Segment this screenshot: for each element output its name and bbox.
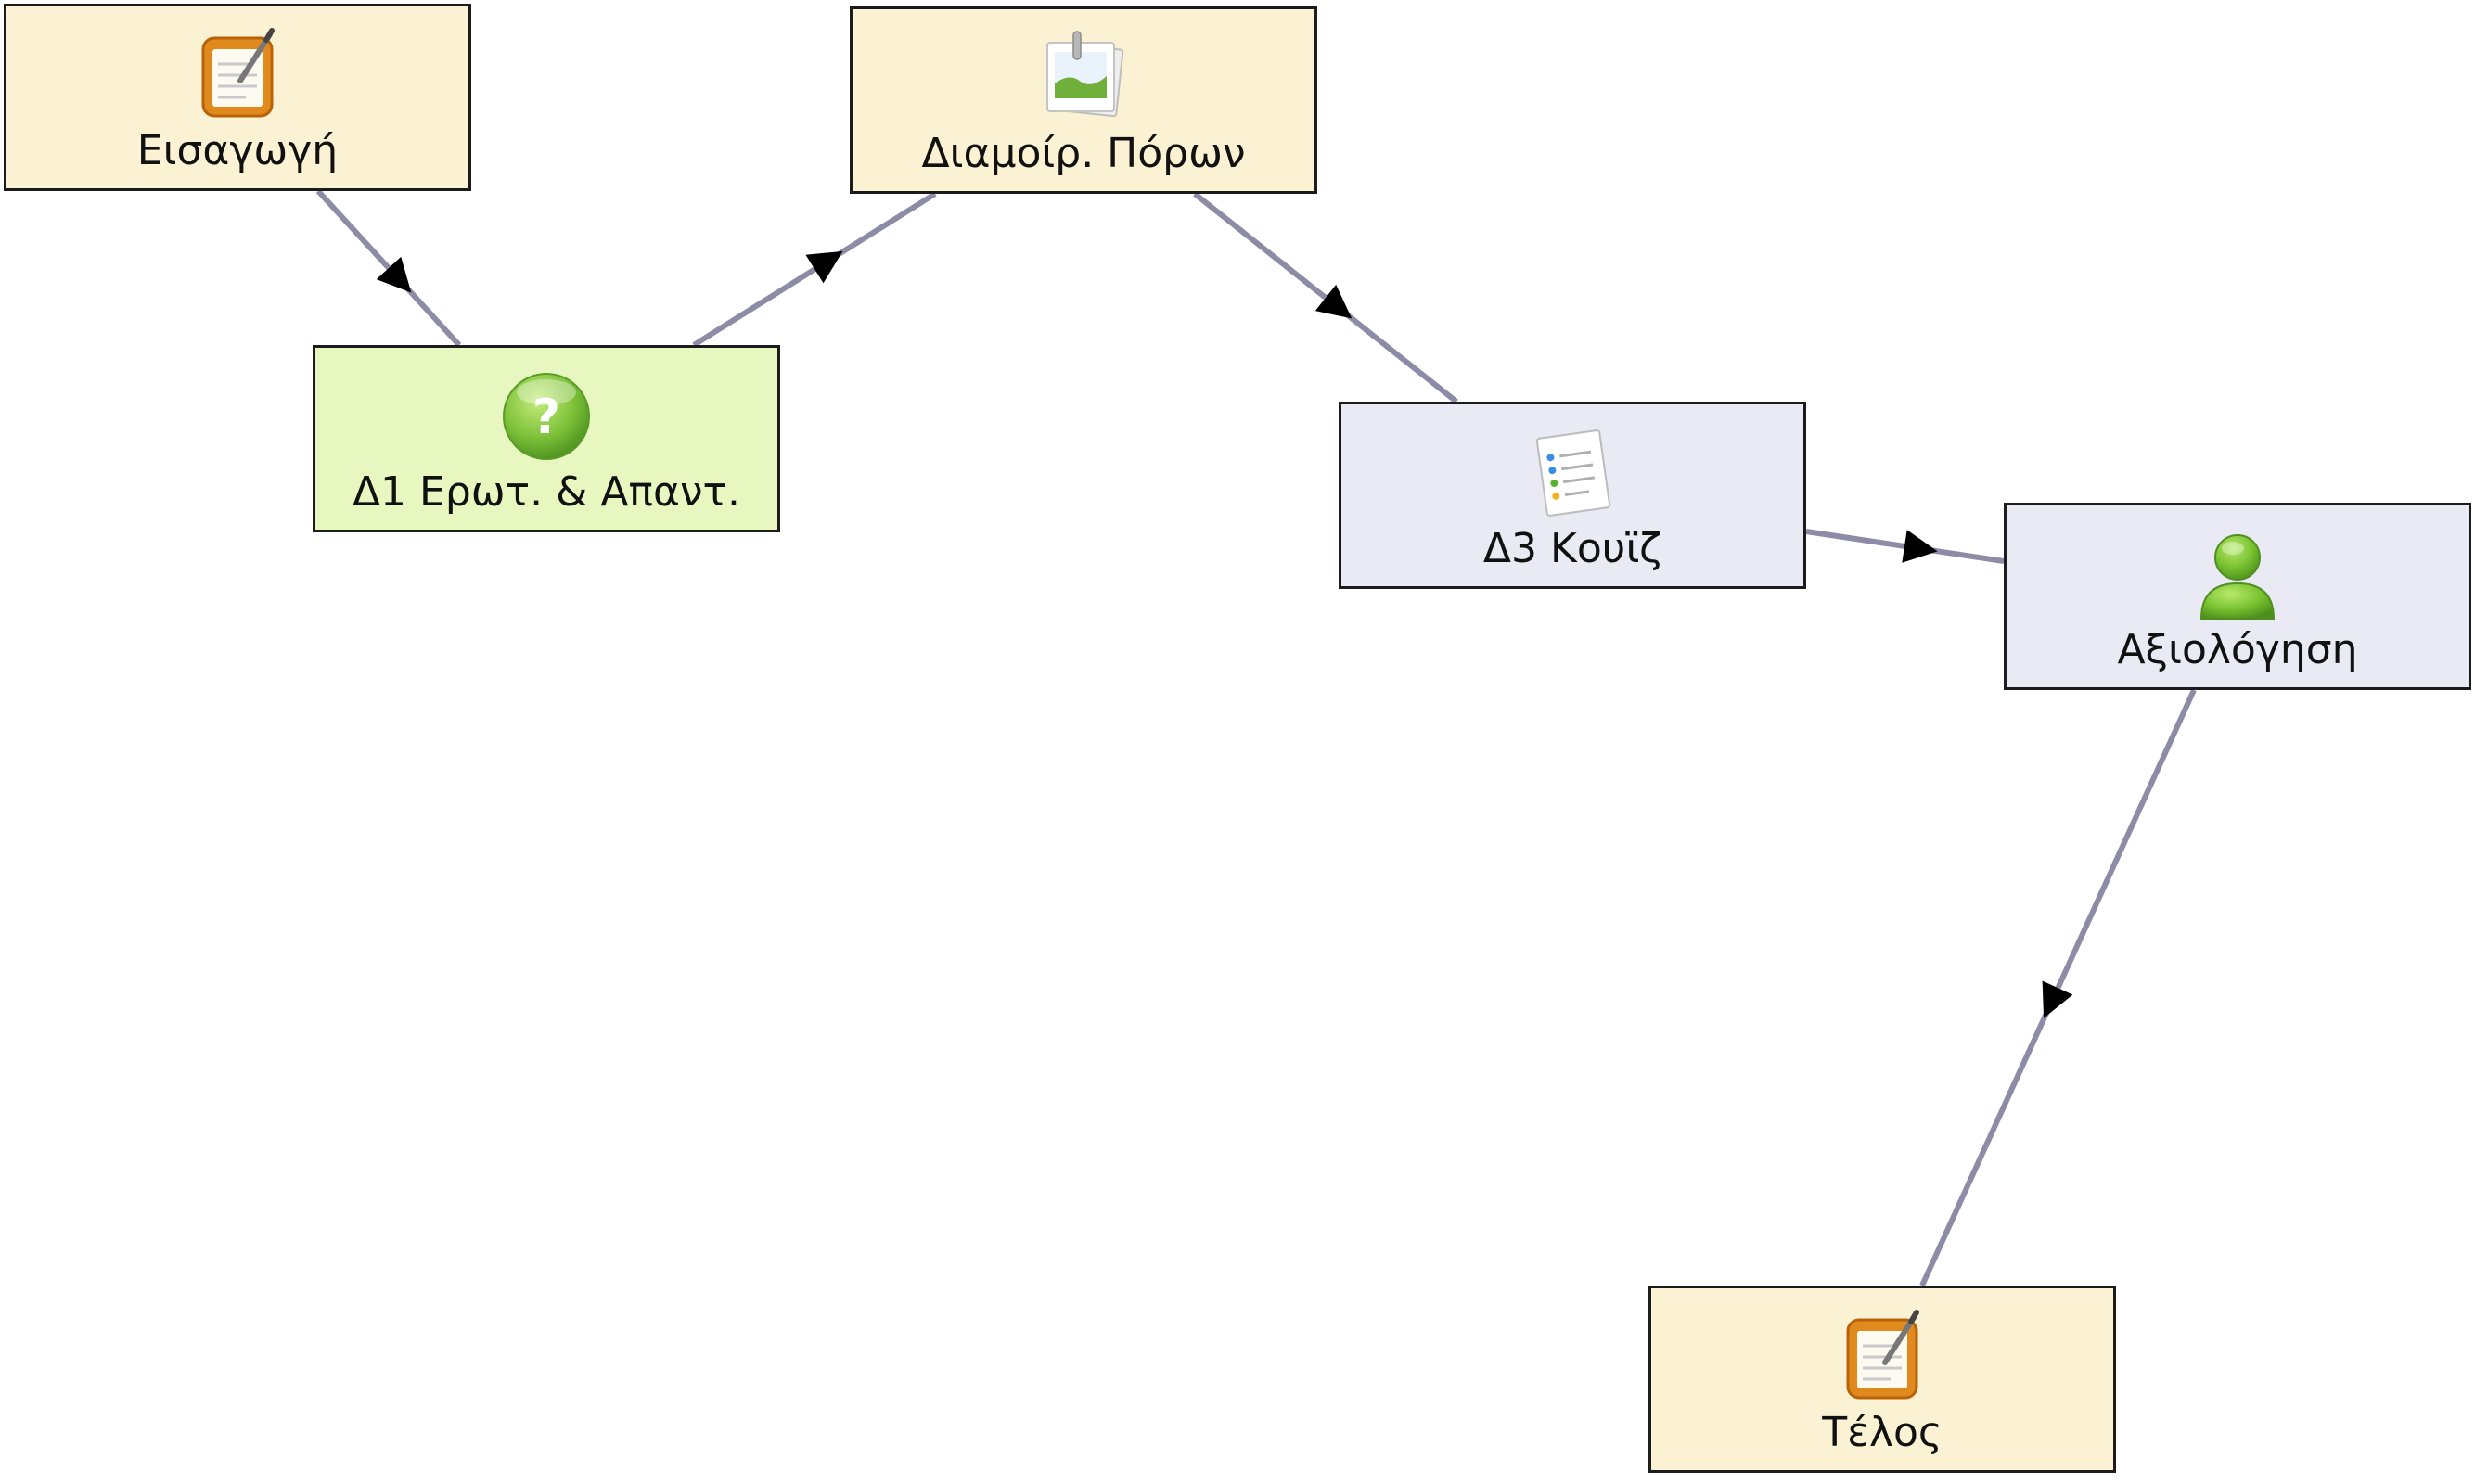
- arrow-quiz-to-assess: [1902, 530, 1938, 563]
- image-icon: [1032, 26, 1135, 128]
- node-qa[interactable]: ? Δ1 Ερωτ. & Απαντ.: [313, 345, 780, 532]
- user-icon: [2186, 522, 2289, 624]
- arrow-res-to-quiz: [1314, 284, 1353, 319]
- node-resources[interactable]: Διαμοίρ. Πόρων: [850, 6, 1317, 194]
- node-intro[interactable]: Εισαγωγή: [4, 4, 471, 191]
- edge-assess-to-end[interactable]: [1919, 688, 2197, 1287]
- node-qa-label: Δ1 Ερωτ. & Απαντ.: [352, 468, 741, 516]
- question-icon: ?: [495, 365, 597, 467]
- node-assessment[interactable]: Αξιολόγηση: [2004, 503, 2471, 690]
- node-end-label: Τέλος: [1822, 1409, 1943, 1456]
- arrow-intro-to-qa: [376, 256, 412, 293]
- node-end[interactable]: Τέλος: [1648, 1286, 2116, 1473]
- arrow-assess-to-end: [2042, 980, 2073, 1018]
- node-resources-label: Διαμοίρ. Πόρων: [921, 130, 1246, 177]
- edge-qa-to-res[interactable]: [692, 191, 937, 348]
- node-quiz-label: Δ3 Κουϊζ: [1482, 525, 1662, 572]
- arrow-qa-to-res: [805, 250, 843, 284]
- svg-text:?: ?: [532, 390, 560, 445]
- node-quiz[interactable]: Δ3 Κουϊζ: [1339, 402, 1806, 589]
- node-assessment-label: Αξιολόγηση: [2117, 626, 2358, 673]
- notepad-icon: [1831, 1305, 1933, 1407]
- checklist-icon: [1521, 421, 1623, 523]
- notepad-icon: [186, 23, 289, 125]
- node-intro-label: Εισαγωγή: [136, 127, 339, 174]
